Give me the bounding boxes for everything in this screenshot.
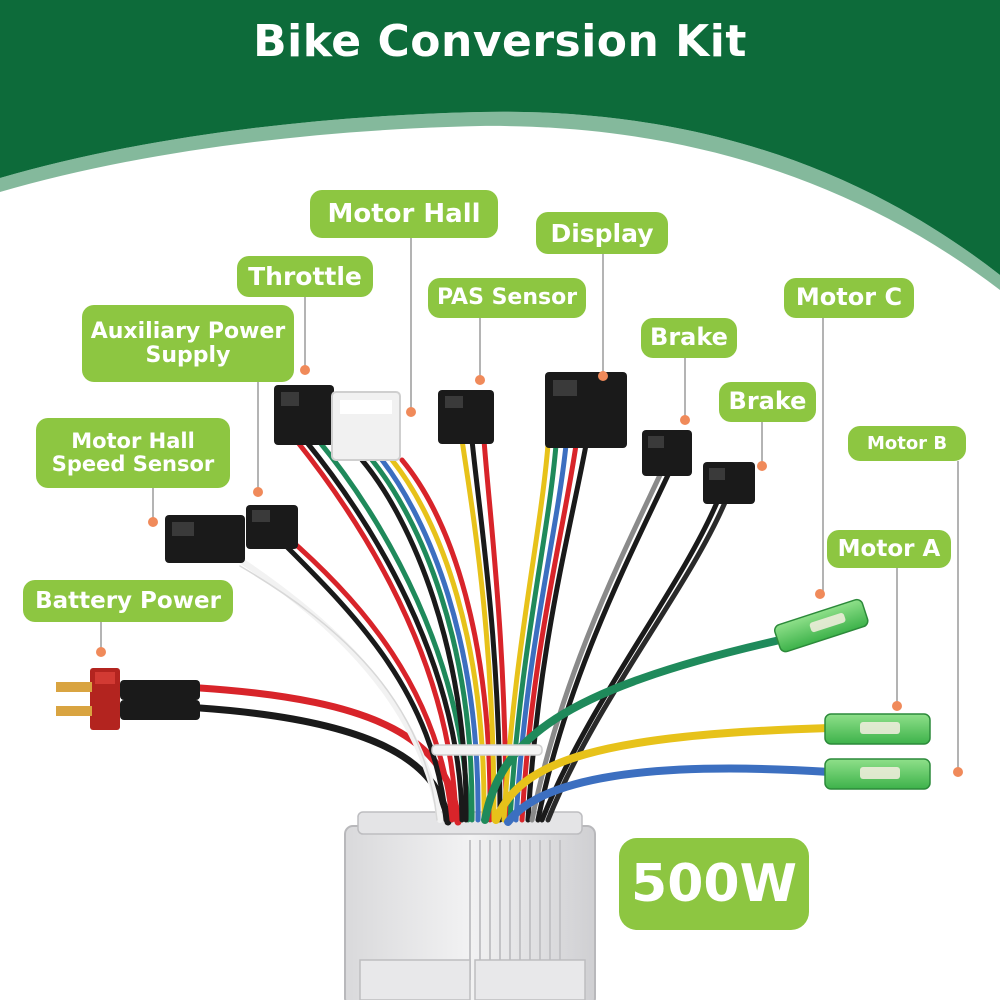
header-band	[0, 0, 1000, 275]
tag-motor-hall-speed-sensor: Motor Hall Speed Sensor	[36, 418, 230, 488]
tag-motor-b: Motor B	[848, 426, 966, 461]
connector-aux	[246, 505, 298, 549]
connector-brake-2	[703, 462, 755, 504]
leader-lines	[100, 238, 959, 770]
tag-motor-hall: Motor Hall	[310, 190, 498, 238]
header-band-edge	[0, 111, 1000, 290]
controller-box	[344, 811, 596, 1000]
battery-t-plug	[56, 668, 200, 730]
tag-brake-1: Brake	[641, 318, 737, 358]
connectors	[165, 372, 755, 563]
tag-display: Display	[536, 212, 668, 254]
connector-throttle	[274, 385, 334, 445]
tag-hall-speed-line1: Motor Hall	[71, 429, 195, 454]
tag-throttle: Throttle	[237, 256, 373, 297]
tag-auxiliary-power-supply: Auxiliary Power Supply	[82, 305, 294, 382]
connector-pas	[438, 390, 494, 444]
terminal-motor-a	[824, 713, 931, 745]
tag-battery-power: Battery Power	[23, 580, 233, 622]
wire-bundle	[196, 437, 834, 826]
connector-brake-1	[642, 430, 692, 476]
tag-motor-c: Motor C	[784, 278, 914, 318]
terminal-motor-b	[824, 758, 931, 790]
tag-hall-speed-line2: Speed Sensor	[51, 452, 215, 476]
connector-motor-hall	[331, 391, 401, 461]
connector-display	[545, 372, 627, 448]
tag-pas-sensor: PAS Sensor	[428, 278, 586, 318]
tag-aux-line1: Auxiliary Power	[90, 318, 286, 344]
motor-terminals	[773, 598, 931, 790]
tag-aux-line2: Supply	[145, 342, 231, 368]
marker-dots	[96, 365, 963, 777]
tag-motor-a: Motor A	[827, 530, 951, 568]
page-title: Bike Conversion Kit	[253, 16, 747, 67]
connector-hall-speed	[165, 515, 245, 563]
power-rating-badge: 500W	[619, 838, 809, 930]
terminal-motor-c	[773, 598, 869, 653]
tag-brake-2: Brake	[719, 382, 816, 422]
